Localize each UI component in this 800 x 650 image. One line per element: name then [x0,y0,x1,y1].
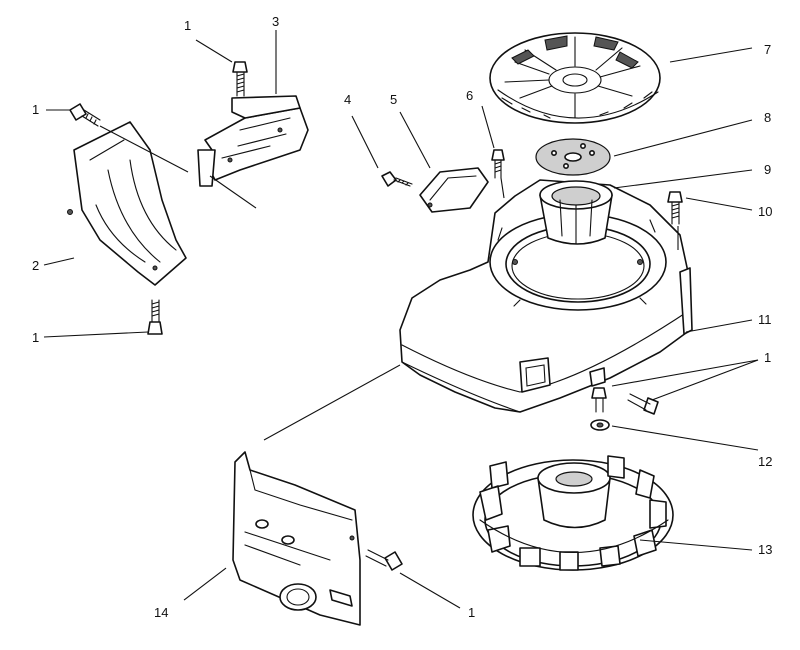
callout-11: 11 [758,312,772,327]
screw-4 [381,171,413,187]
upper-bracket [197,95,309,187]
callout-5: 5 [390,92,397,107]
callout-labels: 1 3 1 2 1 4 5 6 7 8 9 10 11 1 12 13 14 1 [32,14,772,620]
blower-housing [399,179,693,413]
screw-1-right [591,387,659,415]
callout-1: 1 [184,18,191,33]
callout-4: 4 [344,92,351,107]
curved-shield [67,121,187,286]
rotating-screen [489,32,661,124]
callout-1: 1 [32,102,39,117]
callout-1: 1 [764,350,771,365]
cover-plate [419,167,489,213]
callout-3: 3 [272,14,279,29]
callout-12: 12 [758,454,772,469]
callout-6: 6 [466,88,473,103]
screen-gasket [535,138,611,176]
leader-lines [43,30,759,609]
callout-2: 2 [32,258,39,273]
callout-9: 9 [764,162,771,177]
callout-8: 8 [764,110,771,125]
screw-1-top [232,61,248,97]
callout-13: 13 [758,542,772,557]
callout-10: 10 [758,204,772,219]
screw-6 [491,149,505,179]
screw-1-bottom-right [365,549,403,571]
callout-1: 1 [32,330,39,345]
lower-shield [232,451,361,626]
screw-1-bottom-left [147,299,163,335]
callout-1: 1 [468,605,475,620]
washer [590,419,610,431]
callout-14: 14 [154,605,168,620]
callout-7: 7 [764,42,771,57]
blower-cup [539,180,613,245]
screw-10 [667,191,683,225]
screw-1-left [69,103,101,127]
flywheel [472,455,674,571]
